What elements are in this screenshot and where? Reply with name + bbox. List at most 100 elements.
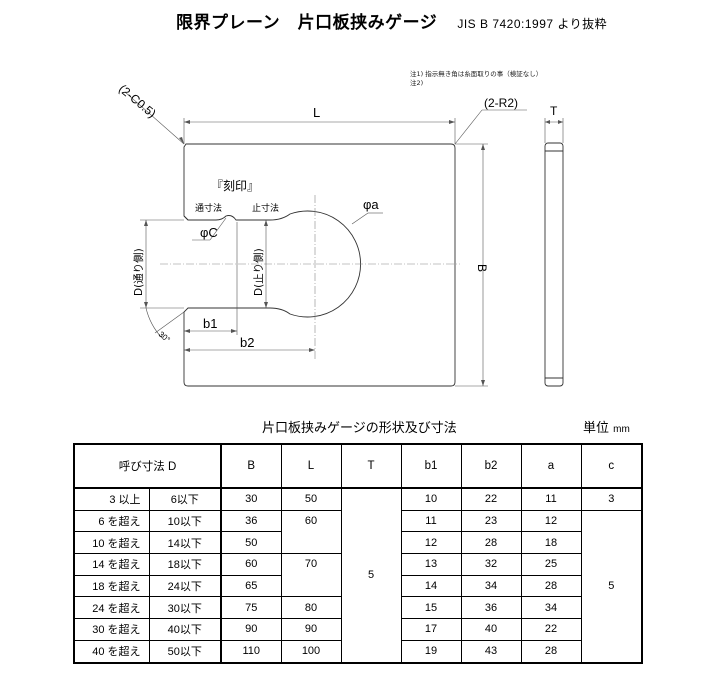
radius-label: (2-R2)	[484, 96, 518, 110]
cell-B: 110	[220, 639, 282, 664]
cell-d-from: 10 を超え	[73, 531, 150, 555]
cell-d-from: 18 を超え	[73, 574, 150, 598]
phi-a-label: φa	[363, 197, 379, 212]
dim-T-label: T	[550, 104, 558, 118]
cell-a: 28	[520, 639, 582, 664]
table-row: 14 を超え 18以下 60 70 13 32 25	[73, 553, 642, 598]
cell-b2: 36	[460, 596, 522, 620]
cell-b1: 13	[400, 553, 462, 576]
cell-b1: 12	[400, 531, 462, 555]
table-row: 10 を超え 14以下 50 12 28 18	[73, 531, 642, 555]
cell-d-to: 10以下	[148, 509, 222, 533]
marking-label: 『刻印』	[211, 179, 259, 193]
col-header-L: L	[280, 443, 342, 489]
table-header-row: 呼び寸法 D B L T b1 b2 a c	[73, 443, 643, 489]
table-row: 18 を超え 24以下 65 14 34 28	[73, 574, 642, 598]
cell-L: 50	[280, 487, 342, 511]
cell-L: 70	[280, 553, 342, 598]
go-size-label: 通寸法	[195, 202, 222, 214]
cell-b1: 14	[400, 574, 462, 598]
cell-b2: 22	[460, 487, 522, 511]
cell-b2: 23	[460, 509, 522, 533]
note-1: 注1) 指示無き角は糸面取りの事（検証なし）	[410, 70, 543, 78]
cell-b2: 43	[460, 639, 522, 664]
cell-B: 75	[220, 596, 282, 620]
dim-b1-label: b1	[203, 316, 217, 331]
cell-L: 60	[280, 509, 342, 555]
side-view	[544, 142, 564, 387]
cell-d-to: 30以下	[148, 596, 222, 620]
table-row: 24 を超え 30以下 75 80 15 36 34	[73, 596, 642, 620]
cell-b2: 28	[460, 531, 522, 555]
cell-a: 18	[520, 531, 582, 555]
cell-T: 5	[340, 487, 402, 663]
cell-d-to: 24以下	[148, 574, 222, 598]
cell-B: 65	[220, 574, 282, 598]
table-row: 6 を超え 10以下 36 60 11 23 12 5	[73, 509, 643, 664]
cell-L: 80	[280, 596, 342, 620]
cell-B: 90	[220, 618, 282, 641]
cell-a: 34	[520, 596, 582, 620]
d-go-label: D(通り側)	[132, 248, 145, 296]
cell-d-to: 6以下	[148, 487, 222, 511]
cell-a: 11	[520, 487, 582, 511]
angle-label: 30°	[157, 330, 172, 345]
cell-d-from: 3 以上	[73, 487, 150, 511]
dim-B-label: B	[475, 264, 489, 272]
col-header-b2: b2	[460, 443, 522, 489]
col-header-B: B	[220, 443, 282, 489]
cell-d-from: 14 を超え	[73, 553, 150, 576]
title-text: 限界プレーン 片口板挟みゲージ	[176, 13, 438, 33]
cell-B: 36	[220, 509, 282, 533]
unit-value: mm	[613, 424, 630, 435]
phi-c-label: φC	[200, 225, 218, 240]
cell-c: 3	[580, 487, 643, 511]
cell-b1: 15	[400, 596, 462, 620]
unit-text: 単位	[583, 421, 610, 436]
dim-b2-label: b2	[240, 335, 254, 350]
gauge-drawing: (2-C0.5) (2-R2) L T B 『刻印』 通寸法 止寸法 φa φC…	[116, 82, 564, 387]
d-nogo-label: D(止り側)	[252, 248, 265, 296]
table-row: 40 を超え 50以下 110 100 19 43 28	[73, 639, 642, 664]
cell-L: 100	[280, 639, 342, 664]
dimension-table: 呼び寸法 D B L T b1 b2 a c 3 以上 6以下 30 50 5 …	[73, 443, 643, 664]
cell-a: 28	[520, 574, 582, 598]
cell-B: 60	[220, 553, 282, 576]
cell-b1: 11	[400, 509, 462, 533]
cell-b2: 40	[460, 618, 522, 641]
col-header-a: a	[520, 443, 582, 489]
cell-b1: 17	[400, 618, 462, 641]
unit-label: 単位 mm	[583, 417, 630, 436]
col-header-c: c	[580, 443, 643, 489]
note-2: 注2)	[410, 79, 424, 87]
dim-L-label: L	[313, 105, 320, 120]
page-title: 限界プレーン 片口板挟みゲージ JIS B 7420:1997 より抜粋	[176, 8, 607, 33]
col-header-T: T	[340, 443, 402, 489]
cell-a: 25	[520, 553, 582, 576]
table-row: 3 以上 6以下 30 50 5 10 22 11 3	[73, 487, 643, 663]
col-header-b1: b1	[400, 443, 462, 489]
cell-d-to: 14以下	[148, 531, 222, 555]
cell-d-from: 40 を超え	[73, 639, 150, 664]
table-title: 片口板挟みゲージの形状及び寸法	[262, 421, 457, 436]
cell-B: 50	[220, 531, 282, 555]
cell-L: 90	[280, 618, 342, 641]
col-header-d: 呼び寸法 D	[73, 443, 222, 489]
notes: 注1) 指示無き角は糸面取りの事（検証なし） 注2)	[410, 70, 542, 88]
nogo-size-label: 止寸法	[252, 202, 279, 214]
cell-d-to: 18以下	[148, 553, 222, 576]
cell-d-to: 50以下	[148, 639, 222, 664]
cell-c: 5	[580, 509, 643, 664]
cell-d-to: 40以下	[148, 618, 222, 641]
cell-b1: 10	[400, 487, 462, 511]
cell-b2: 34	[460, 574, 522, 598]
source-standard: JIS B 7420:1997 より抜粋	[457, 17, 608, 31]
cell-a: 12	[520, 509, 582, 533]
cell-d-from: 30 を超え	[73, 618, 150, 641]
cell-B: 30	[220, 487, 282, 511]
cell-a: 22	[520, 618, 582, 641]
cell-b1: 19	[400, 639, 462, 664]
plate-outline	[183, 143, 456, 387]
cell-b2: 32	[460, 553, 522, 576]
cell-d-from: 6 を超え	[73, 509, 150, 533]
